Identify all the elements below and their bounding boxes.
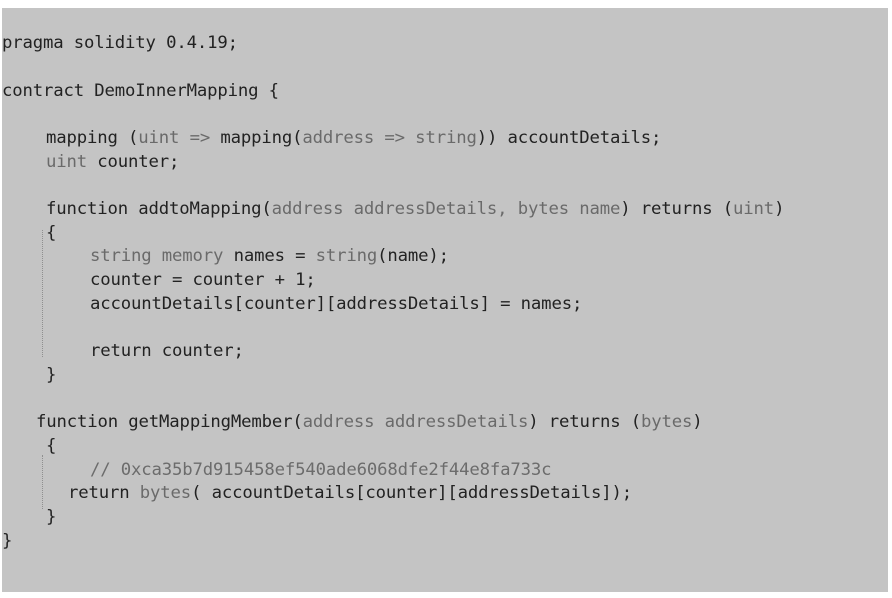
code-token: ( accountDetails[counter][addressDetails… bbox=[191, 483, 632, 503]
code-token: } bbox=[46, 365, 57, 385]
code-token: string bbox=[315, 246, 378, 266]
code-token: bytes bbox=[139, 483, 192, 503]
code-token: names = bbox=[233, 246, 316, 266]
code-line: function addtoMapping(address addressDet… bbox=[46, 198, 784, 220]
code-token: pragma solidity 0.4.19; bbox=[2, 33, 238, 53]
code-token: address => string bbox=[302, 128, 477, 148]
code-line: } bbox=[46, 364, 56, 386]
code-token: )) accountDetails; bbox=[476, 128, 662, 148]
code-token: ) bbox=[692, 412, 703, 432]
code-token: string memory bbox=[90, 246, 234, 266]
code-token: address addressDetails, bytes name bbox=[271, 199, 621, 219]
code-line: pragma solidity 0.4.19; bbox=[2, 32, 238, 54]
code-line: { bbox=[46, 435, 56, 457]
code-token: } bbox=[46, 507, 57, 527]
code-token: mapping( bbox=[220, 128, 303, 148]
code-token: uint bbox=[46, 152, 98, 172]
code-editor: pragma solidity 0.4.19; contract DemoInne… bbox=[2, 8, 888, 592]
code-token: uint => bbox=[138, 128, 221, 148]
code-line: function getMappingMember(address addres… bbox=[36, 411, 703, 433]
code-token: bytes bbox=[641, 412, 693, 432]
code-token: ) returns ( bbox=[528, 412, 641, 432]
indent-guide bbox=[42, 230, 43, 357]
code-token: (name); bbox=[377, 246, 449, 266]
code-line: contract DemoInnerMapping { bbox=[2, 80, 279, 102]
code-token: counter = counter + 1; bbox=[90, 270, 316, 290]
code-token: uint bbox=[733, 199, 775, 219]
code-token: accountDetails[counter][addressDetails] … bbox=[90, 294, 583, 314]
code-token: mapping ( bbox=[46, 128, 139, 148]
code-line: return bytes( accountDetails[counter][ad… bbox=[68, 482, 632, 504]
code-token: counter; bbox=[97, 152, 180, 172]
code-line: { bbox=[46, 222, 56, 244]
code-line: return counter; bbox=[90, 340, 244, 362]
code-token: ) bbox=[774, 199, 785, 219]
code-token: return bbox=[68, 483, 140, 503]
code-token: } bbox=[2, 531, 13, 551]
code-line: // 0xca35b7d915458ef540ade6068dfe2f44e8f… bbox=[90, 459, 552, 481]
indent-guide bbox=[42, 455, 43, 509]
code-token: { bbox=[46, 223, 57, 243]
code-token: { bbox=[46, 436, 57, 456]
code-token: ) returns ( bbox=[620, 199, 734, 219]
code-line: counter = counter + 1; bbox=[90, 269, 316, 291]
code-line: string memory names = string(name); bbox=[90, 245, 449, 267]
code-token: function getMappingMember( bbox=[36, 412, 303, 432]
code-token: address addressDetails bbox=[302, 412, 529, 432]
code-token: // 0xca35b7d915458ef540ade6068dfe2f44e8f… bbox=[90, 460, 552, 480]
code-line: } bbox=[46, 506, 56, 528]
code-token: return counter; bbox=[90, 341, 244, 361]
code-token: function addtoMapping( bbox=[46, 199, 272, 219]
code-line: accountDetails[counter][addressDetails] … bbox=[90, 293, 582, 315]
code-line: } bbox=[2, 530, 12, 552]
code-line: mapping (uint => mapping(address => stri… bbox=[46, 127, 661, 149]
code-line: uint counter; bbox=[46, 151, 179, 173]
code-token: contract DemoInnerMapping { bbox=[2, 81, 279, 101]
